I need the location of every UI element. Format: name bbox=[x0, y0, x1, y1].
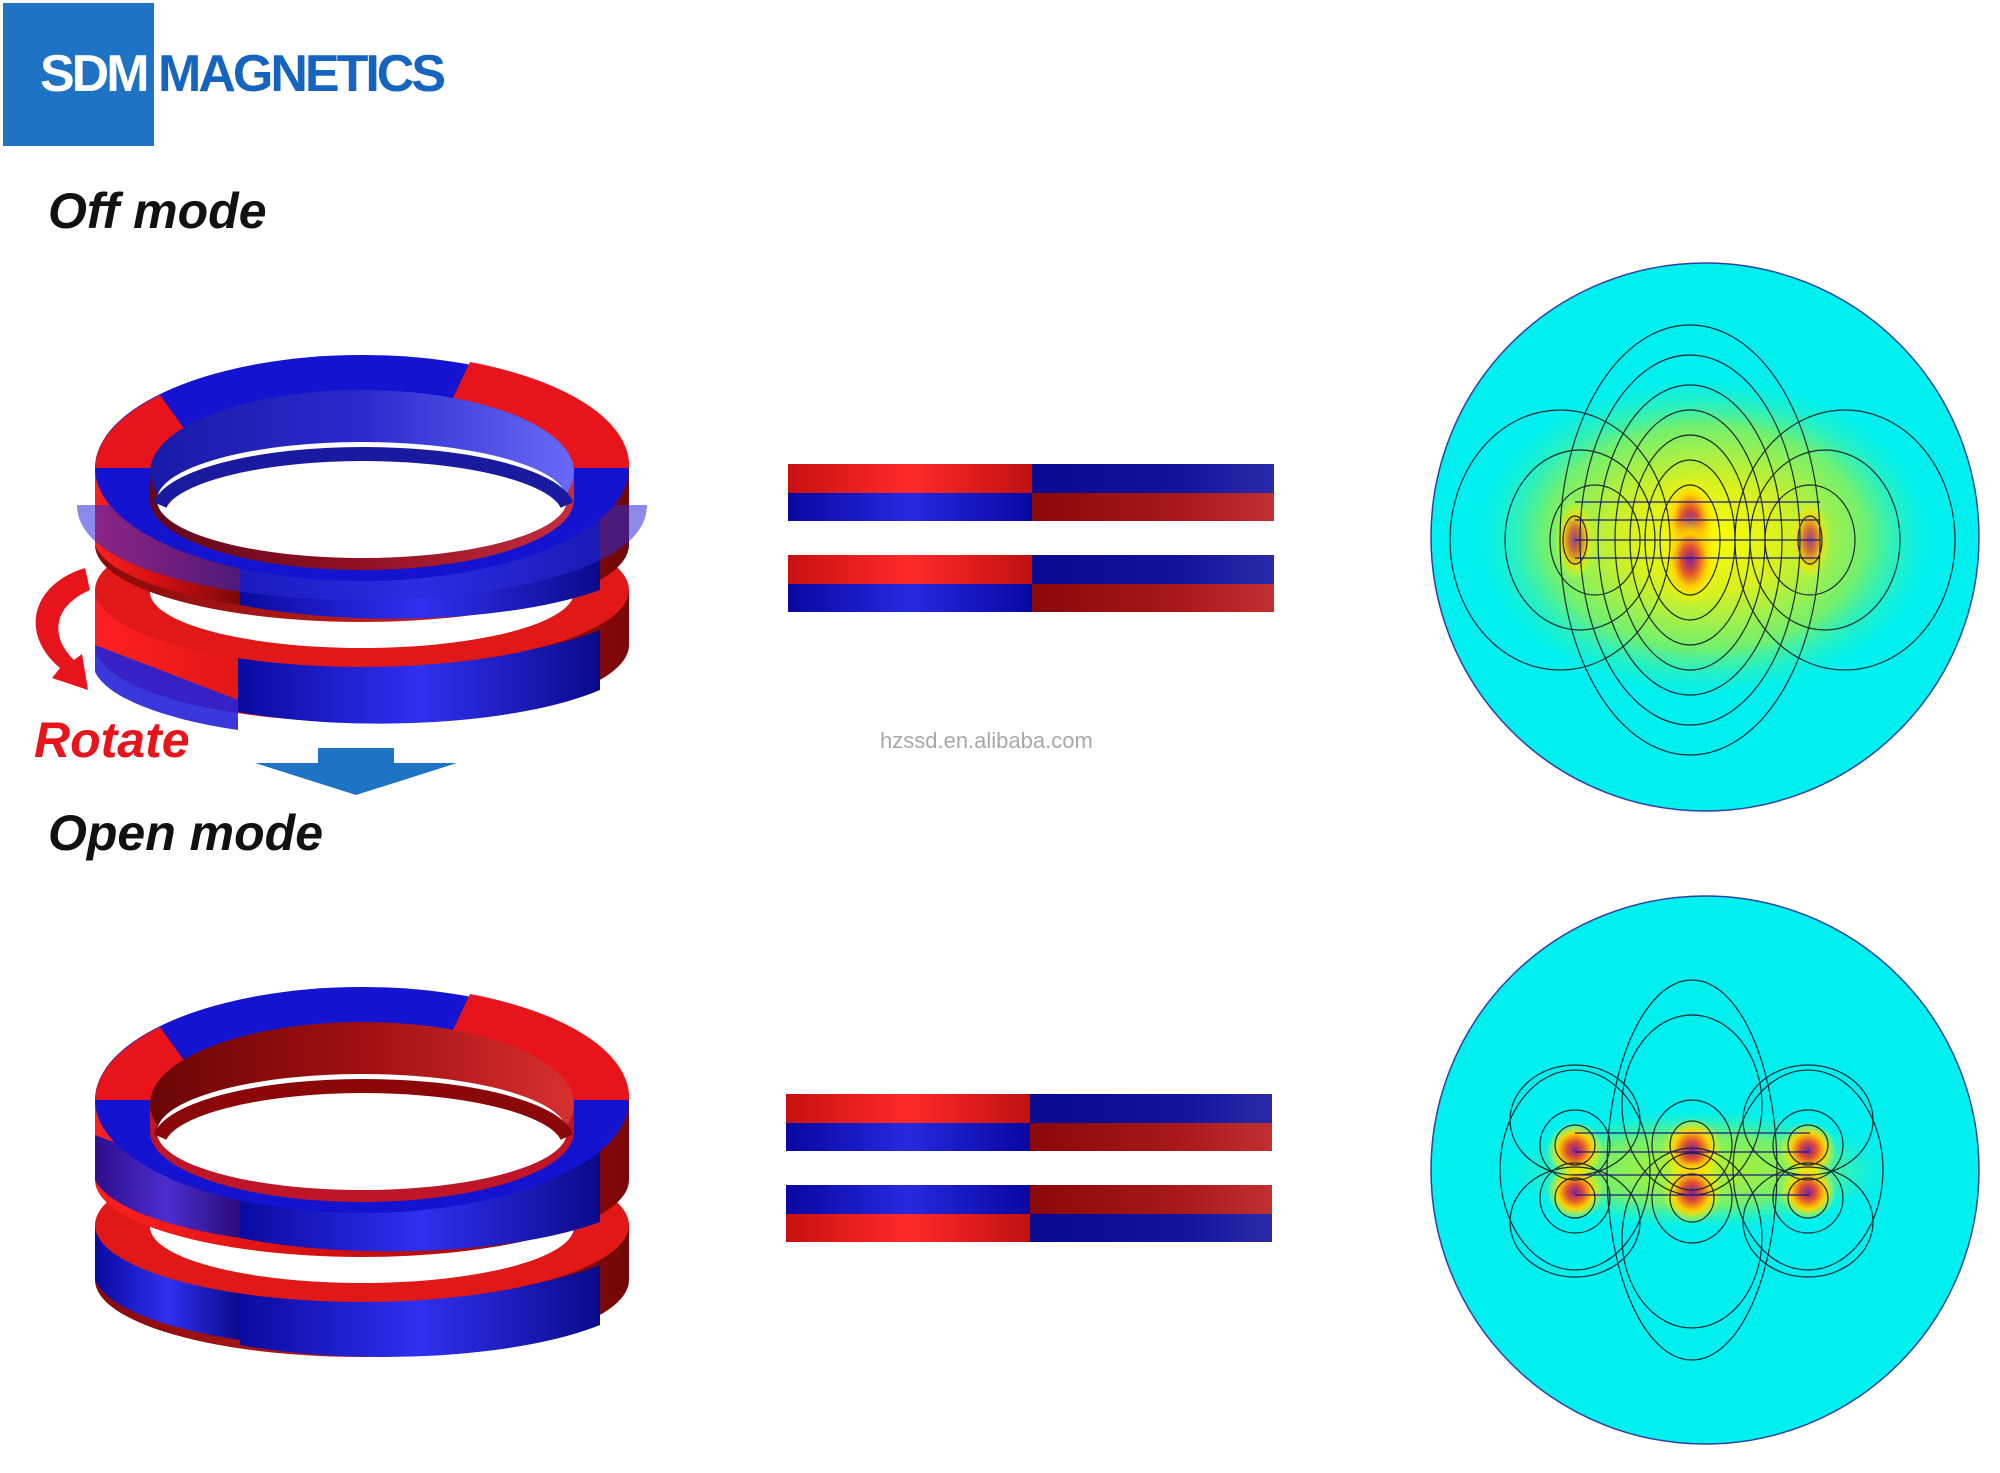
off-mode-cross-section bbox=[788, 464, 1274, 612]
off-bar-south-1 bbox=[1032, 464, 1274, 493]
open-bottom-magnet-pair bbox=[786, 1185, 1272, 1242]
watermark: hzssd.en.alibaba.com bbox=[880, 728, 1093, 753]
off-bar-north-1 bbox=[788, 464, 1032, 493]
rotate-label: Rotate bbox=[34, 712, 190, 768]
down-arrow-icon bbox=[255, 748, 457, 795]
logo: SDM MAGNETICS bbox=[40, 44, 446, 104]
open-mode-field-map bbox=[1430, 895, 1980, 1445]
open-upper-ring bbox=[95, 987, 630, 1257]
off-mode-title: Off mode bbox=[48, 183, 267, 239]
off-bar-south-2 bbox=[788, 493, 1032, 521]
curved-rotate-arrow-icon bbox=[35, 568, 90, 690]
open-top-magnet-pair bbox=[786, 1094, 1272, 1151]
off-bottom-magnet-pair bbox=[788, 555, 1274, 612]
open-mode-ring-stack bbox=[95, 987, 630, 1358]
open-mode-cross-section bbox=[786, 1094, 1272, 1242]
logo-sdm-text: SDM bbox=[40, 45, 150, 103]
open-mode-title: Open mode bbox=[48, 805, 324, 861]
off-bar-north-2 bbox=[1032, 493, 1274, 521]
off-mode-ring-stack bbox=[77, 355, 647, 730]
off-top-magnet-pair bbox=[788, 464, 1274, 521]
logo-magnetics-text: MAGNETICS bbox=[158, 45, 446, 103]
off-mode-field-map bbox=[1430, 262, 1980, 812]
logo-box bbox=[3, 3, 154, 146]
off-upper-ring bbox=[77, 355, 647, 622]
